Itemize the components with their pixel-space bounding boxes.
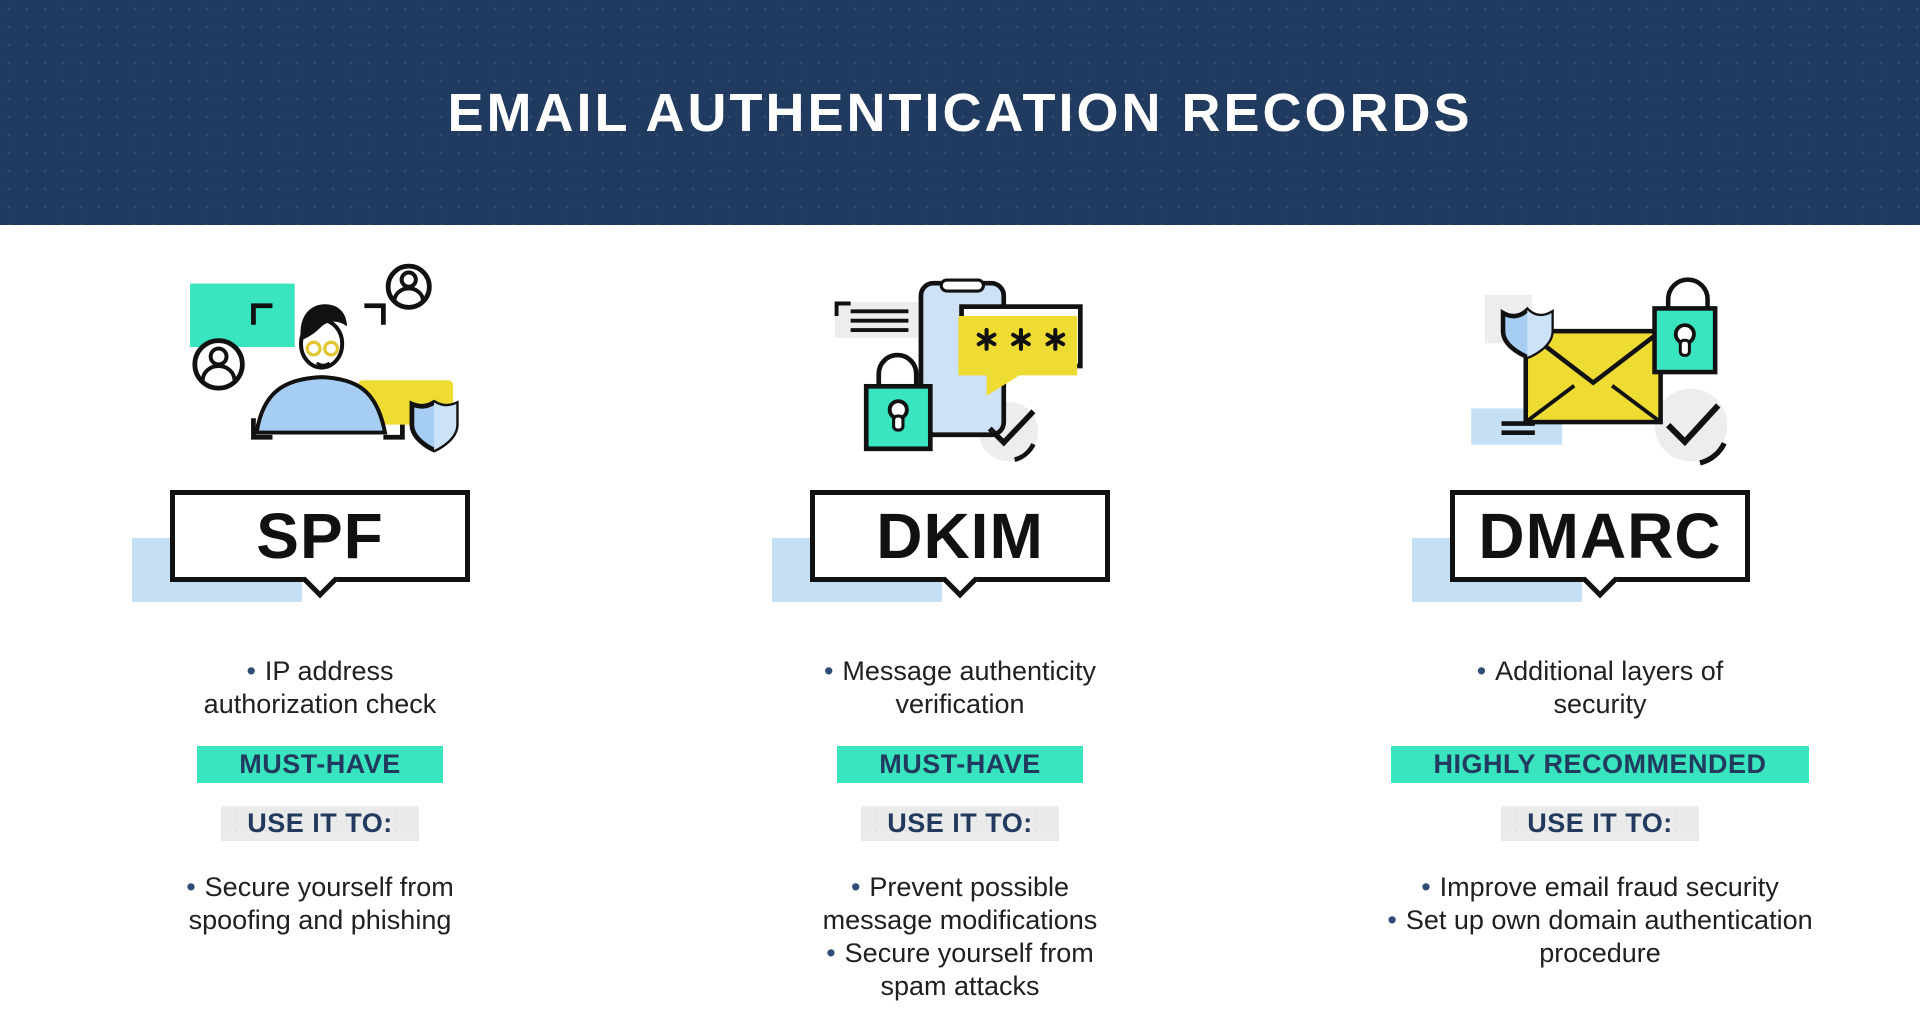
bullet-icon: • [823,656,834,686]
dkim-column: DKIM •Message authenticity verification … [640,225,1280,1003]
dkim-illustration [810,263,1110,468]
dmarc-title: DMARC [1478,500,1722,572]
bullet-text: Message authenticity verification [842,656,1097,719]
spf-title-bubble: SPF [132,490,470,602]
dkim-use-it-to-label: USE IT TO: [861,806,1059,841]
spf-title: SPF [256,500,384,572]
spf-description-list: •IP address authorization check [170,655,470,721]
user-badge-icon [385,263,432,310]
spf-illustration [160,263,480,468]
dmarc-title-bubble: DMARC [1412,490,1750,602]
check-icon [987,408,1036,446]
user-badge-icon [192,337,245,391]
bullet-icon: • [186,872,196,902]
envelope-icon [1523,328,1663,424]
document-lines-icon [834,301,918,338]
list-item: • Secure yourself from spam attacks [805,937,1115,1003]
bullet-icon: • [246,656,256,686]
header-band: EMAIL AUTHENTICATION RECORDS [0,0,1920,225]
dmarc-description-list: • Additional layers of security [1445,655,1755,721]
bullet-icon: • [1387,905,1397,935]
dkim-title-bubble: DKIM [772,490,1110,602]
bullet-text: Improve email fraud security [1439,872,1779,902]
bullet-text: IP address authorization check [203,656,437,719]
asterisks-icon [976,327,1066,351]
dmarc-column: DMARC • Additional layers of security HIG… [1280,225,1920,1003]
bullet-text: Prevent possible message modifications [822,872,1098,935]
bullet-icon: • [826,938,836,968]
bullet-text: Secure yourself from spam attacks [844,938,1094,1001]
dmarc-title-box: DMARC [1450,490,1750,599]
check-icon [1666,402,1721,446]
list-item: • Improve email fraud security [1385,871,1815,904]
glasses-icon [305,340,322,356]
spf-title-box: SPF [170,490,470,599]
list-item: •Secure yourself from spoofing and phish… [160,871,480,937]
bullet-text: Secure yourself from spoofing and phishi… [188,872,454,935]
bullet-icon: • [850,872,861,902]
bullet-text: Additional layers of security [1495,656,1724,719]
padlock-icon [1652,276,1718,374]
spf-use-it-to-label: USE IT TO: [221,806,419,841]
bullet-icon: • [1476,656,1487,686]
dkim-status-badge: MUST-HAVE [837,746,1083,783]
dmarc-use-list: •Improve email fraud security •Set up ow… [1385,871,1815,970]
dkim-title: DKIM [876,500,1044,572]
check-circle-icon [1654,388,1728,461]
padlock-icon [863,352,933,451]
list-item: • Additional layers of security [1445,655,1755,721]
shield-icon [1500,306,1554,359]
list-item: • Message authenticity verification [810,655,1110,721]
spf-status-badge: MUST-HAVE [197,746,443,783]
phone-password-lock-illustration-icon [834,278,1083,462]
identity-verification-illustration-icon [190,263,459,453]
email-authentication-infographic: EMAIL AUTHENTICATION RECORDS [0,0,1920,1003]
dmarc-illustration [1450,263,1750,468]
dkim-title-box: DKIM [810,490,1110,599]
envelope-shield-lock-illustration-icon [1471,276,1728,466]
dmarc-use-it-to-label: USE IT TO: [1501,806,1699,841]
bullet-text: Set up own domain authentication procedu… [1405,905,1813,968]
dmarc-status-badge: HIGHLY RECOMMENDED [1391,746,1809,783]
records-columns: SPF •IP address authorization check MUST… [0,225,1920,1003]
list-item: • Set up own domain authentication proced… [1385,904,1815,970]
teal-rect [190,283,295,347]
list-item: •IP address authorization check [170,655,470,721]
dkim-description-list: • Message authenticity verification [810,655,1110,721]
shield-icon [409,399,459,453]
bullet-icon: • [1421,872,1431,902]
page-title: EMAIL AUTHENTICATION RECORDS [447,82,1473,143]
dkim-use-list: •Prevent possible message modifications … [805,871,1115,1003]
spf-column: SPF •IP address authorization check MUST… [0,225,640,1003]
password-bubble-icon [958,315,1078,396]
person-icon [254,303,388,435]
spf-use-list: •Secure yourself from spoofing and phish… [160,871,480,937]
list-item: •Prevent possible message modifications [805,871,1115,937]
